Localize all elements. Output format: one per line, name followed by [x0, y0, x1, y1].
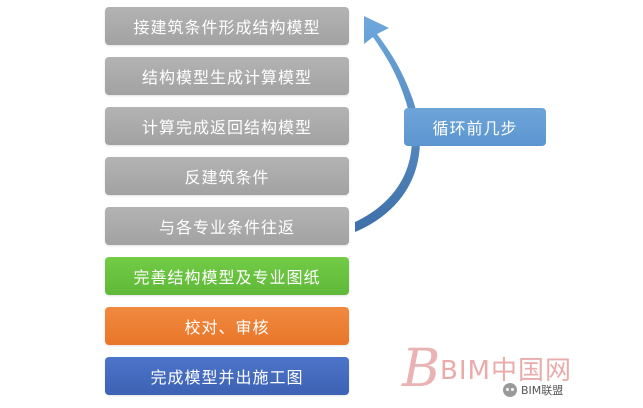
bim-logo-letter: B: [401, 340, 440, 394]
step-7: 校对、审核: [105, 307, 349, 345]
watermark-text: BIM中国网: [440, 356, 572, 386]
step-3: 计算完成返回结构模型: [105, 107, 349, 145]
step-1-label: 接建筑条件形成结构模型: [133, 18, 321, 37]
step-6-label: 完善结构模型及专业图纸: [133, 268, 321, 287]
loop-arrow-body: [355, 16, 420, 232]
loop-label-box: 循环前几步: [404, 108, 546, 146]
step-4-label: 反建筑条件: [184, 168, 270, 187]
step-5-label: 与各专业条件往返: [158, 218, 295, 237]
step-1: 接建筑条件形成结构模型: [105, 7, 349, 45]
step-6: 完善结构模型及专业图纸: [105, 257, 349, 295]
step-2-label: 结构模型生成计算模型: [141, 68, 312, 87]
step-8: 完成模型并出施工图: [105, 357, 349, 395]
wechat-account-name: BIM联盟: [521, 384, 564, 397]
step-5: 与各专业条件往返: [105, 207, 349, 245]
loop-label-text: 循环前几步: [432, 119, 518, 138]
step-7-label: 校对、审核: [184, 318, 270, 337]
step-8-label: 完成模型并出施工图: [150, 368, 304, 387]
bim-logo: B: [401, 340, 440, 394]
wechat-icon: [503, 383, 517, 397]
step-3-label: 计算完成返回结构模型: [141, 118, 312, 137]
wechat-account: BIM联盟: [503, 382, 563, 398]
step-2: 结构模型生成计算模型: [105, 57, 349, 95]
step-4: 反建筑条件: [105, 157, 349, 195]
